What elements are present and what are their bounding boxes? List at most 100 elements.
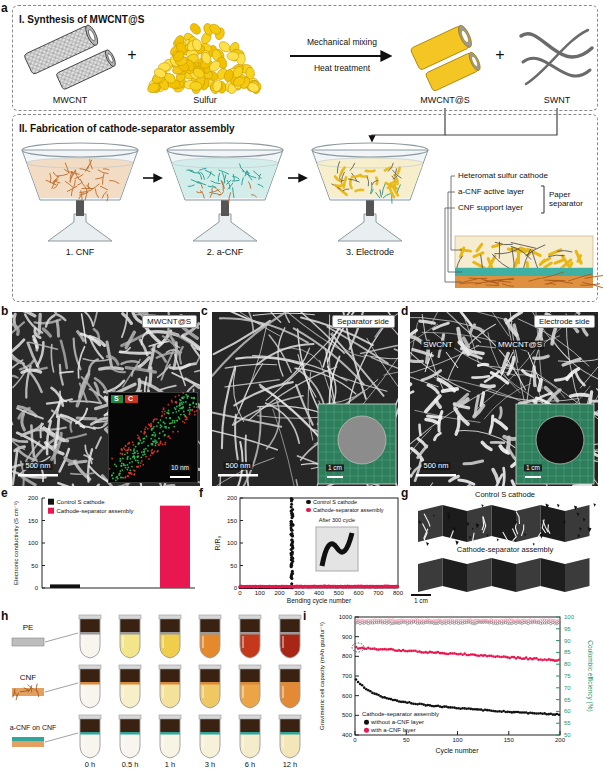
- scatter-chart: [240, 565, 243, 566]
- bar-chart: [160, 506, 190, 588]
- fabrication-illustration: [455, 276, 593, 288]
- vial: [159, 715, 181, 719]
- sem-image: [416, 474, 456, 477]
- photo-strip: [516, 558, 541, 592]
- sem-image: [472, 376, 488, 377]
- vial: [160, 669, 180, 682]
- sem-image: [161, 411, 163, 413]
- vial: [120, 619, 140, 632]
- cycling-chart: [556, 617, 560, 618]
- bar-chart: [42, 498, 195, 588]
- vial: [239, 665, 261, 708]
- sem-image: [131, 473, 133, 475]
- sem-image: [128, 442, 130, 444]
- sem-image: [493, 470, 498, 482]
- sem-image: [127, 475, 129, 477]
- sem-image: [133, 448, 135, 450]
- sem-image: [165, 426, 167, 428]
- scatter-chart: [291, 535, 294, 538]
- sem-image: [156, 425, 158, 427]
- sem-image: [133, 469, 135, 471]
- sem-image: [329, 315, 330, 376]
- sem-image: [119, 460, 121, 462]
- sem-image: [410, 325, 470, 392]
- sem-image: [174, 422, 176, 424]
- vial-photo: [12, 737, 44, 741]
- vial: [199, 615, 221, 658]
- scatter-chart: [291, 544, 294, 547]
- sem-image: [298, 354, 316, 397]
- sem-image: [516, 412, 594, 413]
- sem-image: [89, 466, 110, 483]
- fabrication-illustration: [495, 242, 512, 244]
- sem-image: [123, 360, 140, 387]
- filter-funnel: [312, 143, 428, 157]
- sem-image: [131, 461, 133, 463]
- vial: [119, 665, 141, 708]
- filter-funnel: [189, 171, 199, 174]
- sem-image: [450, 476, 459, 481]
- sem-image: [144, 453, 146, 455]
- filter-funnel: [337, 162, 339, 173]
- sem-image: [410, 392, 413, 398]
- sem-image: [257, 344, 313, 365]
- vial: [240, 619, 260, 632]
- fabrication-illustration: [502, 284, 513, 287]
- sem-image: [129, 462, 131, 464]
- filter-funnel: [348, 179, 359, 182]
- sem-image: [115, 465, 117, 467]
- filter-funnel: [103, 169, 109, 170]
- filter-funnel: [258, 184, 263, 187]
- filter-funnel: [221, 180, 223, 190]
- sem-image: [151, 434, 153, 436]
- synthesis-illustration: [471, 56, 479, 68]
- fabrication-illustration: [529, 278, 540, 281]
- sem-image: [107, 356, 118, 364]
- sem-image: [161, 386, 176, 390]
- sem-image: [135, 446, 137, 448]
- photo-strip: [577, 512, 580, 516]
- sem-image: [111, 475, 113, 477]
- vial: [200, 618, 220, 658]
- sem-image: [121, 469, 123, 471]
- filter-funnel: [249, 182, 251, 189]
- filter-funnel: [218, 173, 219, 181]
- sem-image: [57, 321, 58, 336]
- sem-image: [446, 352, 458, 368]
- sem-image: [22, 370, 41, 372]
- vial: [80, 619, 100, 632]
- sem-image: [182, 392, 184, 394]
- filter-funnel: [201, 172, 205, 179]
- scatter-chart: [322, 533, 352, 566]
- sem-image: [114, 463, 116, 465]
- sem-image: [165, 442, 167, 444]
- sem-image: [163, 421, 165, 423]
- synthesis-illustration: [103, 49, 117, 68]
- filter-funnel: [391, 179, 397, 184]
- sem-image: [175, 402, 177, 404]
- sem-image: [127, 467, 129, 469]
- sem-image: [175, 408, 177, 410]
- fabrication-illustration: [541, 186, 544, 213]
- sem-image: [171, 400, 173, 402]
- synthesis-illustration: [227, 52, 239, 61]
- sem-image: [162, 443, 164, 445]
- scatter-chart: [396, 585, 399, 588]
- vial: [280, 619, 300, 632]
- vial: [200, 719, 220, 732]
- sem-image: [192, 403, 194, 405]
- vial: [160, 668, 180, 708]
- photo-strip: [524, 533, 526, 536]
- sem-image: [18, 474, 58, 477]
- sem-image: [145, 448, 147, 450]
- sem-image: [60, 372, 73, 373]
- sem-image: [235, 415, 238, 460]
- sem-image: [89, 359, 98, 371]
- vial: [79, 715, 101, 758]
- cycling-chart: [556, 723, 560, 724]
- sem-image: [73, 485, 81, 486]
- vial: [120, 719, 140, 732]
- vial: [160, 682, 180, 685]
- sem-image: [464, 461, 483, 464]
- fabrication-illustration: [445, 208, 462, 282]
